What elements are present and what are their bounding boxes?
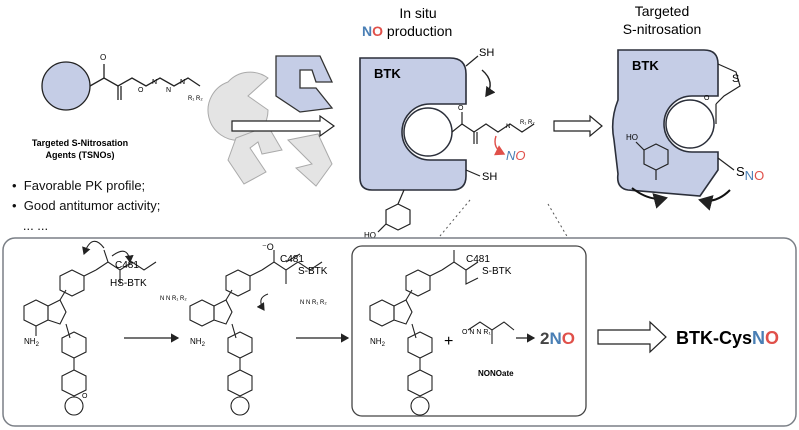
tsno-structure: [41, 61, 201, 111]
c481-c: C481: [466, 254, 490, 265]
tyrosine-right: [635, 141, 669, 180]
two-no: 2NO: [540, 329, 575, 348]
s-label-right: S: [732, 73, 739, 85]
insitu-title-line2: NO production: [362, 23, 452, 39]
product-box: [351, 245, 587, 417]
targeted-title-line2: S-nitrosation: [623, 21, 702, 37]
btk-protein-right: [611, 49, 719, 197]
insitu-title-line1: In situ: [399, 5, 436, 21]
bullet-text: Favorable PK profile;: [23, 178, 146, 193]
n2-bottom: N N R₁ R₂: [300, 300, 327, 306]
ho-label-right: HO: [626, 133, 638, 142]
zoom-line-right: [547, 203, 569, 239]
hs-btk: HS-BTK: [110, 278, 147, 289]
sh-bottom-label: SH: [482, 171, 497, 183]
mechanism-frame: [2, 237, 797, 427]
zoom-line-left: [439, 199, 471, 237]
cys-linker-right: [715, 63, 741, 105]
s-btk-b: S-BTK: [298, 266, 328, 277]
tsno-o: O: [138, 87, 144, 94]
nh2-a: NH2: [24, 337, 40, 348]
ibrutinib-core-3: [369, 250, 479, 397]
arrow-final: [597, 320, 667, 354]
arrow-2: [553, 114, 603, 138]
nh2-b: NH2: [190, 337, 206, 348]
sh-top-label: SH: [479, 47, 494, 59]
no-release-arrow: [493, 135, 506, 156]
right-o-label: O: [704, 95, 710, 102]
sno-bond: [717, 157, 735, 171]
product-label: BTK-CysNO: [676, 328, 779, 348]
phenyl-a: [64, 396, 84, 416]
tsno-n2: N: [166, 87, 171, 94]
sh-bond-bottom: [465, 169, 481, 177]
c481-a: C481: [115, 260, 139, 271]
targeted-title-line1: Targeted: [635, 3, 689, 19]
plus-sign: +: [444, 333, 453, 350]
mid-r-label: R₁ R₂: [520, 120, 535, 126]
bullet-text: ... ...: [22, 218, 49, 233]
bullet-text: Good antitumor activity;: [23, 198, 161, 213]
warhead-bottom-2: [256, 250, 323, 311]
bullet-item: • Good antitumor activity;: [12, 198, 161, 213]
ibrutinib-core-1: [23, 269, 97, 397]
sno-label: SNO: [736, 164, 764, 183]
tsno-n1: N: [152, 79, 157, 86]
o-ether-a: O: [82, 393, 88, 400]
s-btk-c: S-BTK: [482, 266, 512, 277]
btk-label-right: BTK: [632, 58, 659, 73]
bound-warhead-middle: [451, 112, 535, 144]
btk-label-middle: BTK: [374, 66, 401, 81]
tsno-n3: N: [180, 79, 185, 86]
minus-o: ⁻O: [262, 242, 274, 252]
conform-arrow-left: [631, 187, 668, 209]
sh-bond-top: [465, 55, 479, 67]
tsno-label-line2: Agents (TSNOs): [45, 150, 114, 160]
arrow-1: [231, 114, 336, 138]
tsno-label-line1: Targeted S-Nitrosation: [32, 138, 128, 148]
tsno-carbonyl-o: O: [100, 53, 106, 62]
nonoate-label: NONOate: [478, 369, 514, 378]
tsno-r1: R₁ R₂: [188, 96, 203, 102]
ho-label-middle: HO: [364, 231, 376, 240]
warhead-bottom-1: [82, 240, 157, 284]
tyrosine-middle: [377, 189, 411, 233]
phenyl-b: [230, 396, 250, 416]
phenyl-c: [410, 396, 430, 416]
nonoate-structure: [467, 321, 515, 344]
c481-b: C481: [280, 254, 304, 265]
bullet-list: • Favorable PK profile; • Good antitumor…: [12, 176, 160, 236]
n1-bottom: N N R₁ R₂: [160, 296, 187, 302]
bullet-item: • Favorable PK profile;: [12, 178, 146, 193]
btk-protein-middle: [359, 57, 467, 191]
bullet-item: ... ...: [12, 216, 160, 236]
mid-o-label: O: [458, 105, 464, 112]
mid-n-label: N: [506, 124, 510, 130]
nonoate-atoms: O N N R₁: [462, 329, 491, 336]
nh2-c: NH2: [370, 337, 386, 348]
released-no: NO: [506, 148, 526, 163]
attack-arrow-top: [481, 69, 496, 98]
ibrutinib-core-2: [189, 269, 263, 397]
conform-arrow-right: [698, 189, 731, 211]
